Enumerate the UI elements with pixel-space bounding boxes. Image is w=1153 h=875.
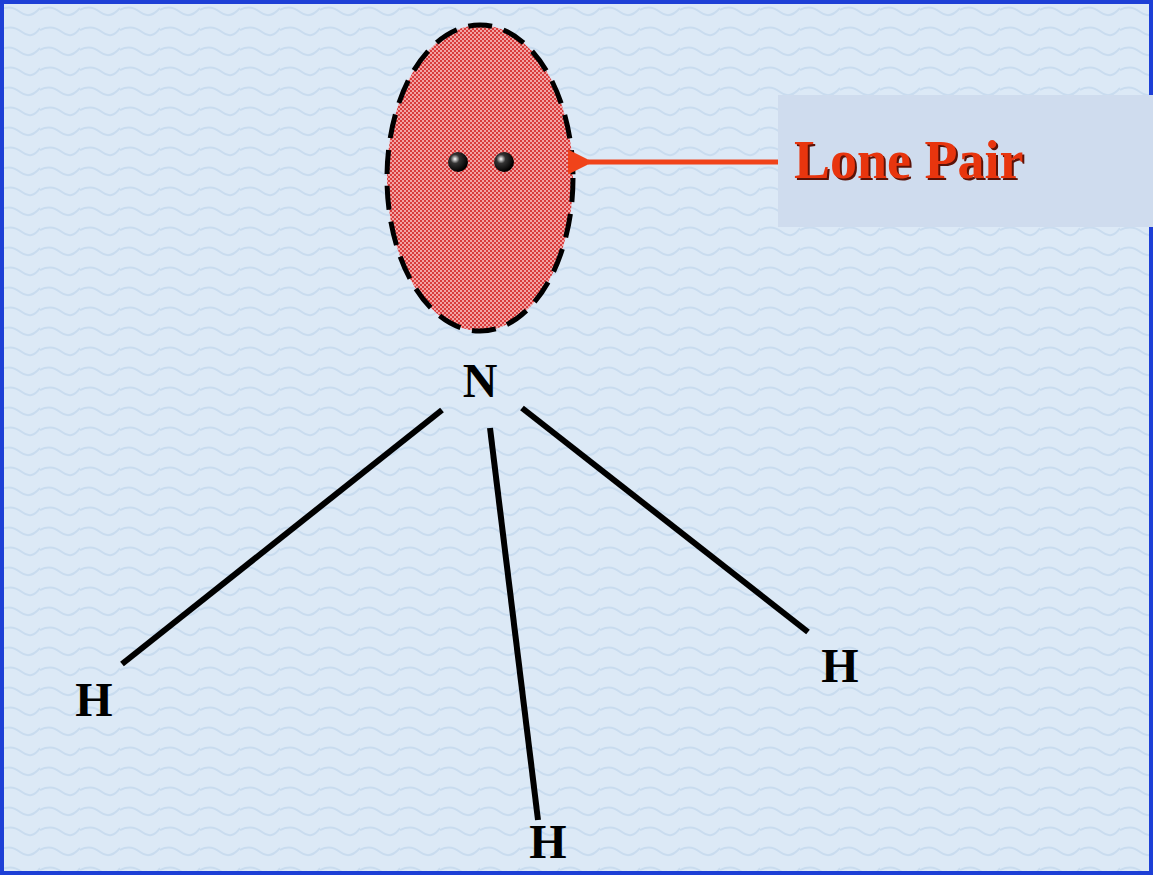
- electron-dot: [448, 152, 468, 172]
- callout-box: Lone Pair: [778, 95, 1153, 227]
- lone-pair-orbital: [387, 25, 573, 331]
- atom-label: H: [821, 642, 858, 690]
- atom-label: H: [75, 676, 112, 724]
- bond-line: [522, 408, 808, 632]
- bonds: [122, 408, 808, 820]
- bond-line: [490, 428, 538, 820]
- electron-dot: [494, 152, 514, 172]
- callout-arrow: [588, 160, 778, 165]
- atom-label: N: [463, 357, 498, 405]
- callout-label: Lone Pair: [794, 131, 1023, 190]
- atom-label: H: [529, 818, 566, 866]
- bond-line: [122, 410, 442, 664]
